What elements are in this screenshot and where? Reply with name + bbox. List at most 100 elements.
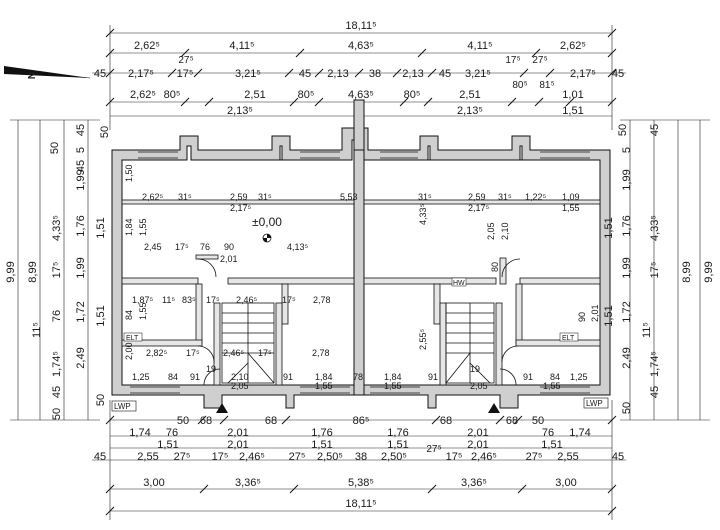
svg-text:2,17⁵: 2,17⁵ bbox=[230, 203, 252, 213]
svg-text:2,00: 2,00 bbox=[124, 342, 134, 360]
right-staircase bbox=[445, 302, 495, 384]
svg-text:1,22⁵: 1,22⁵ bbox=[525, 192, 547, 202]
svg-text:81⁵: 81⁵ bbox=[539, 80, 554, 91]
svg-text:2,59: 2,59 bbox=[468, 192, 486, 202]
svg-text:2,13⁵: 2,13⁵ bbox=[227, 105, 253, 117]
right-unit-partitions bbox=[363, 199, 601, 386]
svg-text:1,84: 1,84 bbox=[315, 372, 333, 382]
svg-text:91: 91 bbox=[283, 372, 293, 382]
svg-text:1,25: 1,25 bbox=[132, 372, 150, 382]
building: ±0,00 LWP LWP ELT ELT HW bbox=[111, 99, 611, 413]
svg-text:45: 45 bbox=[649, 124, 661, 136]
svg-text:1,51: 1,51 bbox=[387, 439, 408, 451]
chimney bbox=[353, 99, 365, 151]
svg-text:84: 84 bbox=[168, 372, 178, 382]
svg-text:17⁵: 17⁵ bbox=[649, 262, 661, 279]
svg-text:27⁵: 27⁵ bbox=[526, 451, 543, 463]
lwp-label-right: LWP bbox=[586, 399, 603, 408]
svg-text:27⁵: 27⁵ bbox=[178, 55, 193, 66]
svg-text:2,13: 2,13 bbox=[327, 68, 348, 80]
svg-text:86⁵: 86⁵ bbox=[353, 415, 370, 427]
svg-text:1,55: 1,55 bbox=[138, 218, 148, 236]
svg-text:45: 45 bbox=[612, 451, 624, 463]
svg-text:17⁵: 17⁵ bbox=[175, 242, 189, 252]
svg-text:78: 78 bbox=[353, 372, 363, 382]
svg-text:91: 91 bbox=[190, 372, 200, 382]
svg-text:50: 50 bbox=[621, 402, 633, 414]
svg-text:31⁵: 31⁵ bbox=[258, 192, 272, 202]
svg-text:45: 45 bbox=[299, 68, 311, 80]
svg-text:19: 19 bbox=[206, 364, 216, 374]
svg-text:1,51: 1,51 bbox=[95, 305, 107, 326]
svg-text:2,13⁵: 2,13⁵ bbox=[457, 105, 483, 117]
svg-text:1,76: 1,76 bbox=[387, 427, 408, 439]
svg-text:2,51: 2,51 bbox=[244, 89, 265, 101]
svg-text:68: 68 bbox=[265, 415, 277, 427]
svg-text:2,55⁵: 2,55⁵ bbox=[418, 328, 428, 350]
svg-text:1,09: 1,09 bbox=[562, 192, 580, 202]
svg-text:76: 76 bbox=[200, 242, 210, 252]
svg-text:68: 68 bbox=[200, 415, 212, 427]
svg-text:1,55: 1,55 bbox=[562, 203, 580, 213]
svg-text:2,01: 2,01 bbox=[227, 427, 248, 439]
svg-text:8,99: 8,99 bbox=[681, 261, 693, 282]
entrance-marker-left bbox=[216, 403, 228, 413]
svg-text:2,10: 2,10 bbox=[231, 372, 249, 382]
svg-text:2,05: 2,05 bbox=[470, 381, 488, 391]
svg-text:50: 50 bbox=[177, 415, 189, 427]
svg-text:50: 50 bbox=[95, 394, 107, 406]
entrance-marker-right bbox=[488, 403, 500, 413]
svg-text:1,74: 1,74 bbox=[569, 427, 590, 439]
elt-label-right: ELT bbox=[562, 335, 575, 342]
svg-text:2,49: 2,49 bbox=[75, 347, 87, 368]
svg-text:2,49: 2,49 bbox=[621, 347, 633, 368]
svg-text:1,51: 1,51 bbox=[603, 217, 615, 238]
hw-label: HW bbox=[453, 280, 465, 287]
svg-text:3,00: 3,00 bbox=[143, 477, 164, 489]
svg-text:19: 19 bbox=[470, 364, 480, 374]
svg-text:38: 38 bbox=[355, 451, 367, 463]
svg-text:1,01: 1,01 bbox=[562, 89, 583, 101]
top-total-dim: 18,11⁵ bbox=[345, 20, 376, 32]
svg-text:1,55: 1,55 bbox=[384, 381, 402, 391]
svg-text:2,46⁵: 2,46⁵ bbox=[471, 451, 497, 463]
bottom-dimensions bbox=[92, 400, 626, 520]
bottom-total-dim: 18,11⁵ bbox=[345, 498, 376, 510]
svg-text:5,38⁵: 5,38⁵ bbox=[348, 477, 374, 489]
svg-text:2,17⁵: 2,17⁵ bbox=[468, 203, 490, 213]
svg-text:9,99: 9,99 bbox=[5, 261, 17, 282]
svg-text:2,17⁵: 2,17⁵ bbox=[570, 68, 596, 80]
svg-text:45: 45 bbox=[439, 68, 451, 80]
elt-label-left: ELT bbox=[126, 335, 139, 342]
svg-text:2,59: 2,59 bbox=[230, 192, 248, 202]
top-dimension-labels: 18,11⁵ 2,62⁵ 4,11⁵ 4,63⁵ 4,11⁵ 2,62⁵ 27⁵… bbox=[94, 20, 624, 117]
svg-text:4,13⁵: 4,13⁵ bbox=[287, 242, 309, 252]
svg-text:2,01: 2,01 bbox=[227, 439, 248, 451]
level-label: ±0,00 bbox=[252, 215, 282, 229]
svg-text:1,99: 1,99 bbox=[75, 257, 87, 278]
svg-text:1,84: 1,84 bbox=[124, 218, 134, 236]
svg-text:80: 80 bbox=[490, 262, 500, 272]
svg-text:91: 91 bbox=[428, 372, 438, 382]
svg-text:1,76: 1,76 bbox=[75, 215, 87, 236]
svg-text:5,53: 5,53 bbox=[340, 192, 358, 202]
svg-text:50: 50 bbox=[99, 126, 111, 138]
svg-text:31⁵: 31⁵ bbox=[178, 192, 192, 202]
windows bbox=[130, 151, 590, 394]
svg-text:1,25: 1,25 bbox=[570, 372, 588, 382]
svg-text:2,46⁵: 2,46⁵ bbox=[236, 295, 258, 305]
svg-text:90: 90 bbox=[577, 312, 587, 322]
svg-text:1,51: 1,51 bbox=[157, 439, 178, 451]
svg-text:2,01: 2,01 bbox=[220, 254, 238, 264]
svg-text:2,62⁵: 2,62⁵ bbox=[560, 40, 586, 52]
interior-dimensions: 1,50 2,62⁵ 31⁵ 2,59 31⁵ 2,17⁵ 5,53 31⁵ 2… bbox=[124, 164, 600, 391]
svg-text:4,63⁵: 4,63⁵ bbox=[348, 89, 374, 101]
svg-text:3,00: 3,00 bbox=[555, 477, 576, 489]
svg-text:1,50: 1,50 bbox=[124, 164, 134, 182]
svg-text:76: 76 bbox=[51, 310, 63, 322]
svg-text:50: 50 bbox=[51, 408, 63, 420]
svg-text:50: 50 bbox=[617, 124, 629, 136]
svg-text:17⁵: 17⁵ bbox=[206, 295, 220, 305]
svg-text:68: 68 bbox=[506, 415, 518, 427]
svg-text:45: 45 bbox=[612, 68, 624, 80]
